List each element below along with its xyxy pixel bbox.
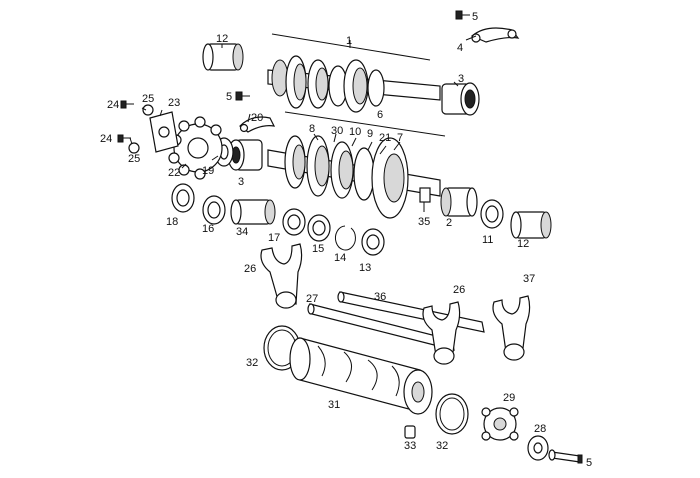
label-p8: 8 [309, 123, 315, 135]
bearing-retainer-plate-drawing [470, 27, 520, 43]
label-p5a: 5 [472, 11, 478, 23]
label-p33: 33 [404, 440, 416, 452]
label-p29: 29 [503, 392, 515, 404]
washer-15-drawing [307, 214, 331, 242]
drum-star-drawing [481, 407, 519, 441]
label-p25b: 25 [128, 153, 140, 165]
needle-bearing-drawing [440, 187, 478, 217]
label-p30: 30 [331, 125, 343, 137]
sprocket-drawing [168, 116, 223, 180]
bushing-top-drawing [202, 43, 244, 71]
label-p5c: 5 [586, 457, 592, 469]
label-p19: 19 [202, 165, 214, 177]
label-p20: 20 [251, 112, 263, 124]
label-p37: 37 [523, 273, 535, 285]
washer-bottom-drawing [128, 142, 140, 154]
label-p34: 34 [236, 226, 248, 238]
washer-18-drawing [171, 183, 195, 213]
bolt-bottom-drawing [117, 134, 131, 143]
label-p5b: 5 [226, 91, 232, 103]
label-p31: 31 [328, 399, 340, 411]
sprocket-lock-plate-drawing [149, 111, 179, 153]
label-p24a: 24 [107, 99, 119, 111]
washer-top-drawing [142, 104, 154, 116]
label-p12a: 12 [216, 33, 228, 45]
label-p32a: 32 [246, 357, 258, 369]
label-p23: 23 [168, 97, 180, 109]
label-p3a: 3 [458, 73, 464, 85]
label-p13: 13 [359, 262, 371, 274]
label-p26a: 26 [244, 263, 256, 275]
washer-16-drawing [202, 195, 226, 225]
label-p22: 22 [168, 167, 180, 179]
secondary-shaft-assembly-drawing [214, 111, 446, 219]
label-p10: 10 [349, 126, 361, 138]
label-p21: 21 [379, 132, 391, 144]
lower-gear-stack [284, 135, 409, 219]
label-p6: 6 [377, 109, 383, 121]
part-labels: 1 2 3 3 4 5 5 5 6 7 8 9 10 11 12 12 13 1… [100, 11, 592, 469]
circlip-14-drawing [335, 225, 356, 251]
label-p3b: 3 [238, 176, 244, 188]
washer-13-drawing [361, 228, 385, 256]
label-p17: 17 [268, 232, 280, 244]
shift-fork-left-drawing [260, 243, 303, 309]
label-p35: 35 [418, 216, 430, 228]
label-p4: 4 [457, 42, 463, 54]
ball-bearing-top-drawing [441, 82, 480, 116]
label-p2: 2 [446, 217, 452, 229]
label-p32b: 32 [436, 440, 448, 452]
washer-17-drawing [282, 208, 306, 236]
washer-11-drawing [480, 199, 504, 229]
leader-lines [129, 35, 477, 212]
label-p15: 15 [312, 243, 324, 255]
screw-middle-drawing [235, 91, 250, 101]
label-p11: 11 [482, 234, 493, 246]
fork-rods-drawing [307, 291, 485, 351]
bushing-right-drawing [510, 211, 552, 239]
label-p9: 9 [367, 128, 373, 140]
shift-fork-right-drawing [422, 301, 461, 365]
upper-gear-stack [271, 55, 385, 113]
primary-shaft-assembly-drawing [202, 33, 480, 116]
screw-bottom-drawing [548, 449, 583, 464]
shift-fork-37-drawing [492, 295, 531, 361]
washer-28-drawing [527, 435, 549, 461]
label-p36: 36 [374, 291, 386, 303]
bushing-34-drawing [230, 199, 276, 225]
o-ring-right-drawing [435, 393, 469, 435]
label-p28: 28 [534, 423, 546, 435]
label-p12b: 12 [517, 238, 529, 250]
label-p26b: 26 [453, 284, 465, 296]
label-p27: 27 [306, 293, 318, 305]
label-p16: 16 [202, 223, 214, 235]
label-p24b: 24 [100, 133, 112, 145]
bolt-top-drawing [120, 100, 134, 109]
pin-33-drawing [404, 425, 416, 439]
label-p18: 18 [166, 216, 178, 228]
label-p1: 1 [346, 35, 352, 47]
label-p7: 7 [397, 132, 403, 144]
selector-drum-drawing [289, 337, 433, 415]
screw-top-drawing [455, 10, 470, 20]
label-p14: 14 [334, 252, 346, 264]
label-p25a: 25 [142, 93, 154, 105]
